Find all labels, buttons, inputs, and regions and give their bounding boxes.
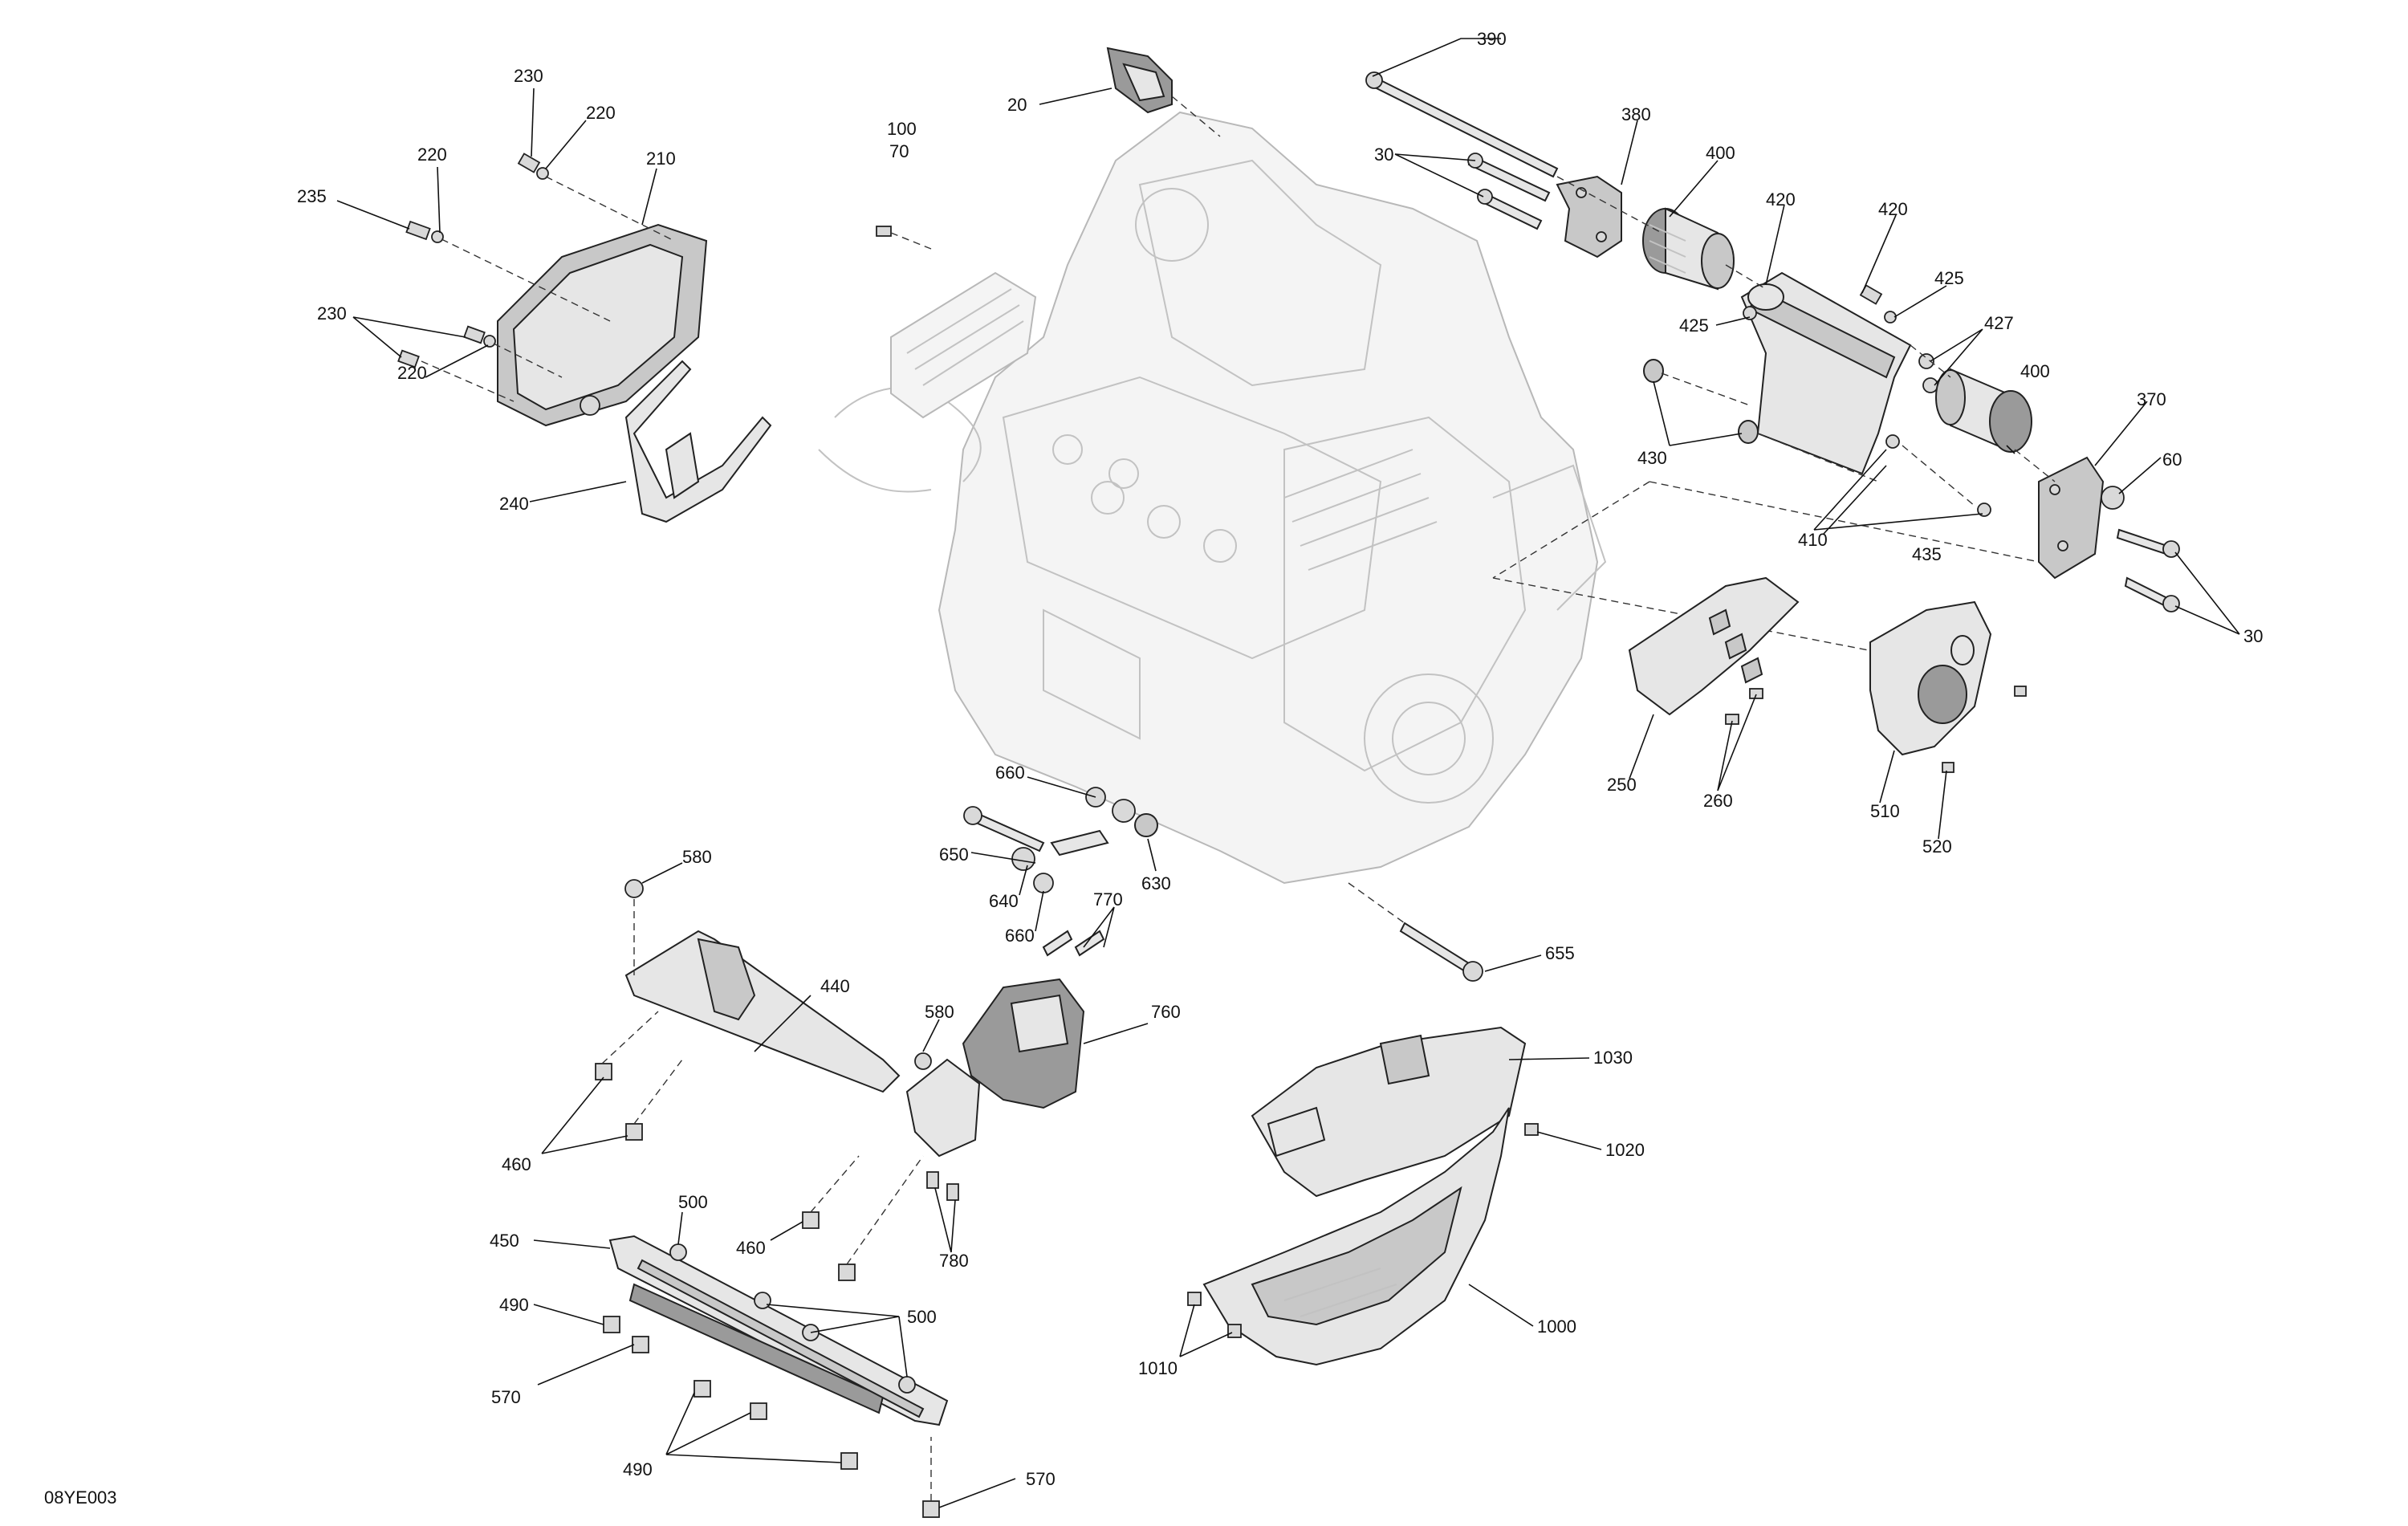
- callout-260: 260: [1703, 791, 1733, 811]
- callout-760: 760: [1151, 1002, 1181, 1022]
- callout-640: 640: [989, 891, 1019, 911]
- callout-30: 30: [1374, 144, 1393, 165]
- callout-580: 580: [682, 847, 712, 867]
- callout-100-70: 100 70: [887, 119, 921, 161]
- callout-430: 430: [1637, 448, 1667, 468]
- callout-390: 390: [1477, 29, 1507, 49]
- dash-lines-top-right: [1492, 176, 2056, 659]
- bolts-30-top: [1467, 153, 1551, 230]
- housing-410-420: [1740, 271, 1912, 475]
- skid-guard-1030: [1251, 1026, 1527, 1198]
- callout-210: 210: [646, 149, 676, 169]
- callout-230: 230: [317, 303, 347, 324]
- fasteners-top-left: [397, 153, 549, 368]
- callout-435: 435: [1912, 544, 1942, 564]
- screw-520: [1942, 686, 2027, 773]
- callout-380: 380: [1621, 104, 1651, 124]
- cover-510: [1869, 600, 1992, 756]
- dash-lines-top-left: [421, 176, 675, 402]
- screws-1010-1020: [1187, 1123, 1539, 1338]
- callout-410: 410: [1798, 530, 1828, 550]
- callout-235: 235: [297, 186, 327, 206]
- studs-770-780: [926, 930, 1105, 1201]
- callout-30: 30: [2243, 626, 2263, 646]
- mount-link-group: [963, 787, 1158, 893]
- callout-1030: 1030: [1593, 1048, 1633, 1068]
- callout-570: 570: [491, 1387, 521, 1407]
- callout-520: 520: [1922, 836, 1952, 857]
- bearing-400-upper: [1642, 207, 1735, 291]
- part-20: [1106, 47, 1221, 137]
- callout-425: 425: [1679, 315, 1709, 336]
- caps-430-435: [1643, 359, 1991, 517]
- leader-lines: [336, 38, 2240, 1508]
- skid-plate-1000: [1202, 1107, 1510, 1366]
- callout-240: 240: [499, 494, 529, 514]
- callout-420: 420: [1766, 189, 1796, 210]
- callout-1010: 1010: [1138, 1358, 1178, 1378]
- callout-460: 460: [736, 1238, 766, 1258]
- bolts-460: [595, 1011, 924, 1281]
- callout-420: 420: [1878, 199, 1908, 219]
- callout-425: 425: [1934, 268, 1964, 288]
- callout-220: 220: [417, 144, 447, 165]
- callout-1000: 1000: [1537, 1316, 1576, 1337]
- skid-plate-450: [608, 1235, 949, 1426]
- callout-770: 770: [1093, 889, 1123, 909]
- bolts-490-570: [603, 1316, 940, 1518]
- cover-210: [497, 223, 708, 427]
- callout-230: 230: [514, 66, 543, 86]
- callout-250: 250: [1607, 775, 1637, 795]
- callout-580: 580: [925, 1002, 954, 1022]
- callout-labels: 20 390 30 380 400 420 420 425 427 425 40…: [297, 29, 2263, 1489]
- callout-400: 400: [1706, 143, 1735, 163]
- callout-655: 655: [1545, 943, 1575, 963]
- callout-60: 60: [2162, 450, 2182, 470]
- bolt-655: [1348, 882, 1483, 982]
- callout-100-70-text: 100 70: [887, 119, 921, 161]
- callout-630: 630: [1141, 873, 1171, 893]
- callout-500: 500: [907, 1307, 937, 1327]
- bracket-440: [624, 879, 981, 1158]
- callout-220: 220: [586, 103, 616, 123]
- callout-20: 20: [1007, 95, 1027, 115]
- screws-260: [1725, 688, 1763, 725]
- callout-460: 460: [502, 1154, 531, 1174]
- callout-490: 490: [623, 1459, 653, 1479]
- nut-60-bolts-30-right: [2101, 486, 2180, 612]
- plate-370: [2038, 456, 2105, 580]
- callout-660: 660: [995, 763, 1025, 783]
- callout-570: 570: [1026, 1469, 1056, 1489]
- callout-370: 370: [2137, 389, 2166, 409]
- rod-390: [1365, 71, 1559, 178]
- callout-427: 427: [1984, 313, 2014, 333]
- bracket-240: [624, 360, 772, 523]
- callout-500: 500: [678, 1192, 708, 1212]
- callout-440: 440: [820, 976, 850, 996]
- cover-250: [1628, 576, 1800, 716]
- figure-reference-code: 08YE003: [44, 1487, 117, 1508]
- callout-660: 660: [1005, 926, 1035, 946]
- callout-450: 450: [490, 1231, 519, 1251]
- screw-100-70: [876, 226, 932, 250]
- callout-400: 400: [2020, 361, 2050, 381]
- plate-380: [1556, 175, 1622, 258]
- callout-490: 490: [499, 1295, 529, 1315]
- bearing-400-lower: [1935, 368, 2032, 453]
- engine-block: [818, 111, 1607, 885]
- callout-220: 220: [397, 363, 427, 383]
- callout-650: 650: [939, 844, 969, 865]
- callout-1020: 1020: [1605, 1140, 1645, 1160]
- bracket-760: [914, 978, 1085, 1109]
- callout-780: 780: [939, 1251, 969, 1271]
- callout-510: 510: [1870, 801, 1900, 821]
